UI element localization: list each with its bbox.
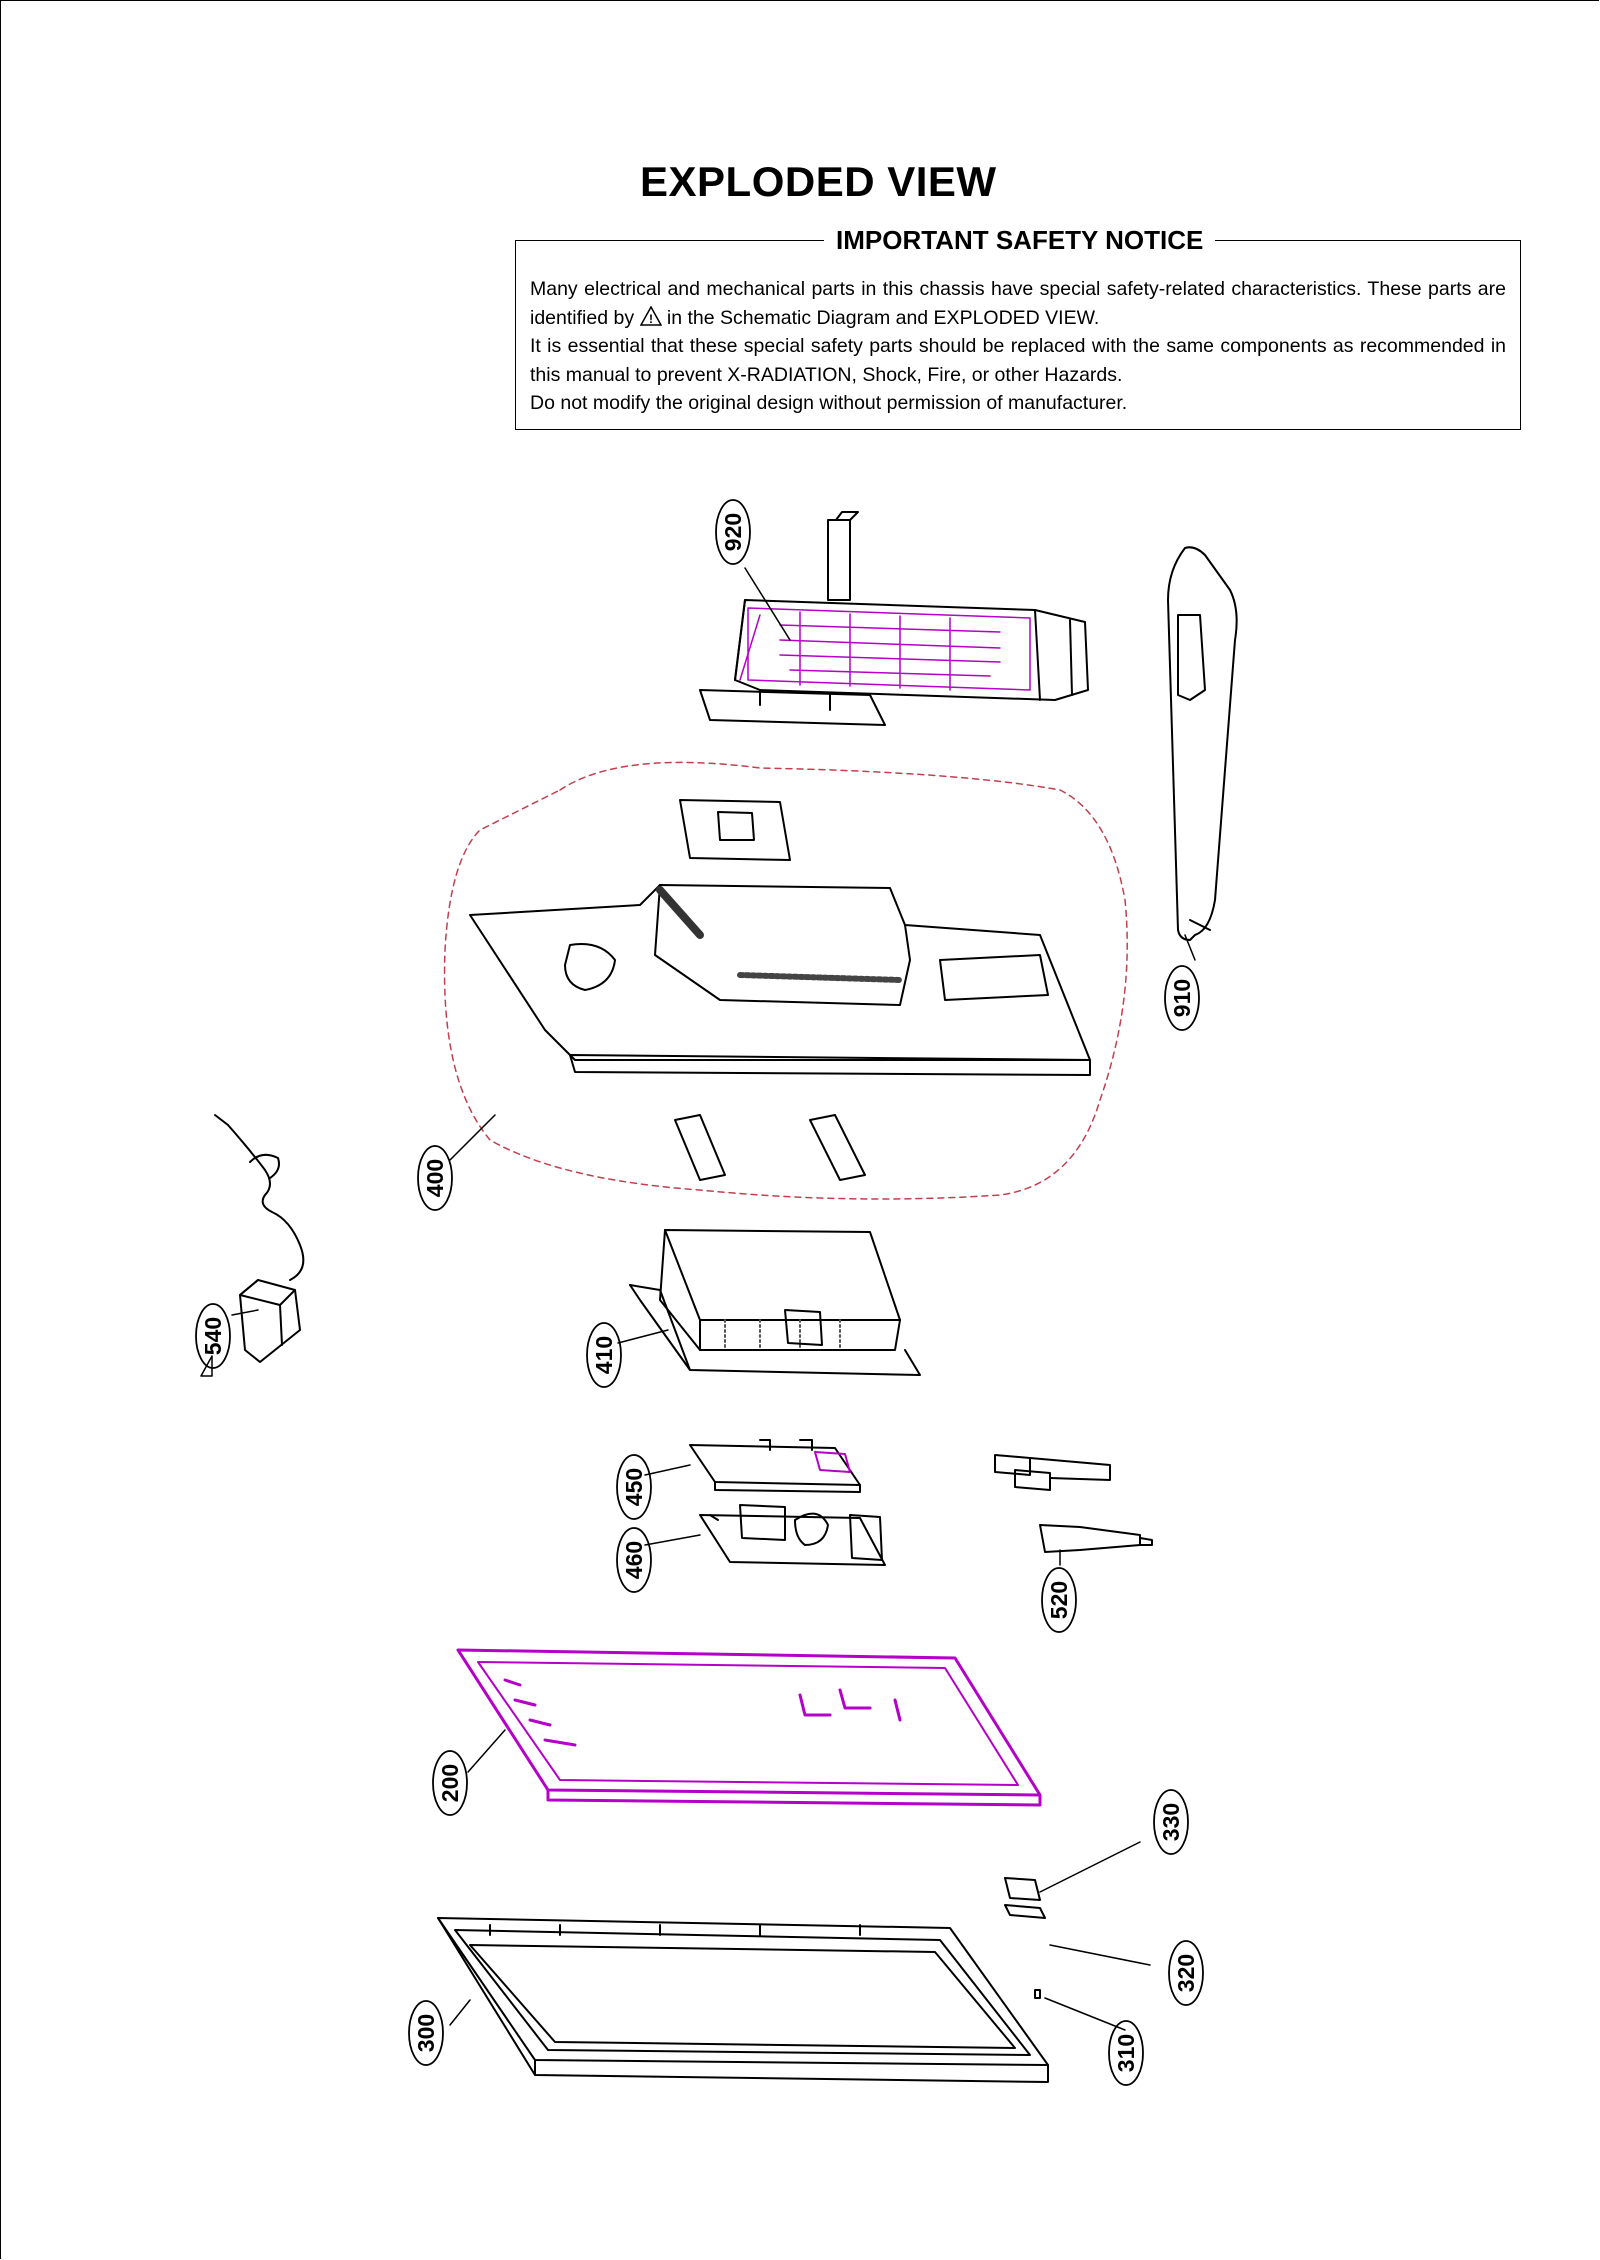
part-label-330: 330 — [1158, 1803, 1184, 1841]
page-title: EXPLODED VIEW — [640, 158, 997, 205]
notice-paragraph-1: Many electrical and mechanical parts in … — [530, 275, 1506, 332]
safety-notice-box: IMPORTANT SAFETY NOTICE Many electrical … — [515, 225, 1521, 430]
notice-paragraph-2: It is essential that these special safet… — [530, 335, 1506, 386]
dashed-assembly-outline — [443, 761, 1128, 1200]
part-label-400: 400 — [422, 1159, 448, 1197]
power-board-460 — [699, 1504, 886, 1566]
cable-connector-520 — [994, 1454, 1153, 1553]
part-label-320: 320 — [1173, 1954, 1199, 1992]
part-label-300: 300 — [413, 2014, 439, 2052]
part-label-450: 450 — [621, 1468, 647, 1506]
stand-assembly-920 — [699, 511, 1089, 726]
back-cover-400 — [469, 799, 1091, 1181]
stand-back-cover-910 — [1167, 546, 1238, 941]
button-330 — [1004, 1877, 1041, 1901]
part-label-410: 410 — [591, 1336, 617, 1374]
part-label-ovals — [195, 499, 1204, 2086]
part-label-520: 520 — [1046, 1581, 1072, 1619]
leader-lines — [231, 567, 1196, 2031]
svg-text:!: ! — [649, 312, 653, 326]
part-label-310: 310 — [1113, 2034, 1139, 2072]
ac-adapter-540 — [214, 1114, 305, 1363]
warning-triangle-icon: ! — [639, 305, 662, 326]
safety-warning-icon — [200, 1355, 213, 1377]
part-label-540: 540 — [200, 1317, 226, 1355]
lens-320 — [1004, 1904, 1046, 1919]
safety-notice-body: Many electrical and mechanical parts in … — [530, 275, 1506, 418]
notice-line1-post: in the Schematic Diagram and EXPLODED VI… — [666, 306, 1100, 329]
inner-frame-200 — [456, 1648, 1042, 1807]
part-label-910: 910 — [1169, 979, 1195, 1017]
notice-paragraph-3: Do not modify the original design withou… — [530, 392, 1128, 414]
part-label-920: 920 — [720, 513, 746, 551]
front-bezel-300 — [437, 1917, 1049, 2083]
safety-notice-heading: IMPORTANT SAFETY NOTICE — [824, 225, 1216, 256]
main-chassis-410 — [629, 1229, 921, 1376]
notice-line1-pre: Many electrical and mechanical parts in … — [530, 278, 1506, 329]
control-board-450 — [689, 1439, 861, 1493]
part-label-460: 460 — [621, 1541, 647, 1579]
clip-310 — [1034, 1989, 1041, 1999]
part-label-200: 200 — [437, 1764, 463, 1802]
